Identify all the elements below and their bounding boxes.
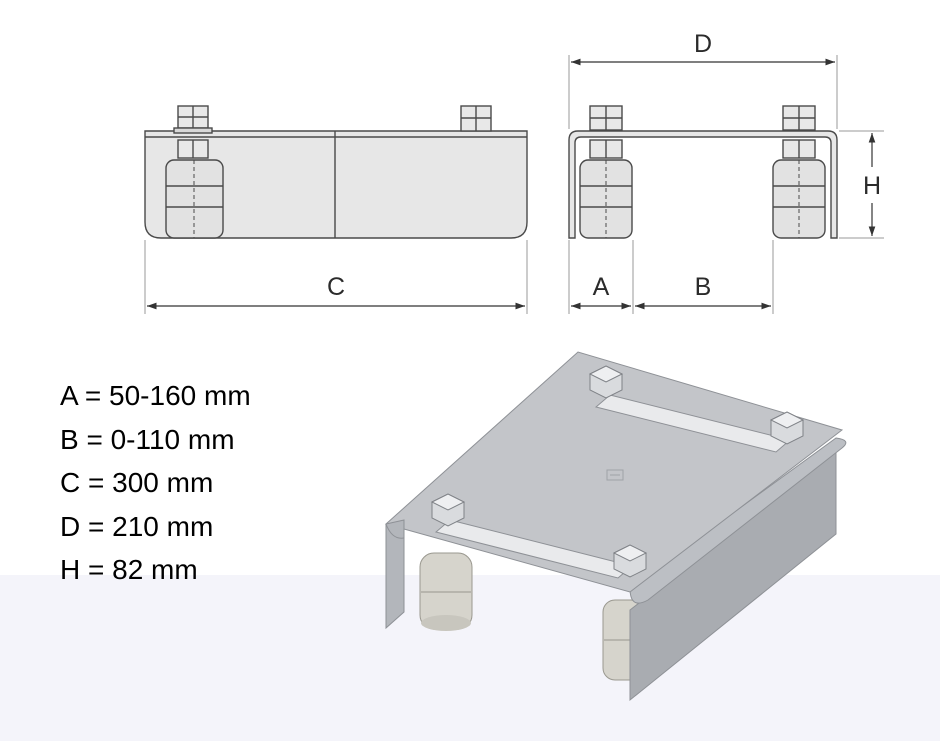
spec-a: A = 50-160 mm	[60, 380, 251, 411]
hex-nut-icon	[769, 411, 805, 445]
dimension-h: H	[839, 130, 884, 239]
dimension-c: C	[144, 240, 528, 314]
dimension-a-b: A B	[568, 240, 774, 314]
roller-icon	[772, 159, 826, 239]
spec-b: B = 0-110 mm	[60, 423, 235, 455]
specification-list: A = 50-160 mm B = 0-110 mm C = 300 mm D …	[60, 378, 251, 596]
hex-nut-icon	[612, 544, 648, 578]
side-view	[144, 105, 528, 239]
dimension-label-a: A	[593, 273, 610, 301]
roller-icon	[165, 159, 224, 239]
hex-nut-icon	[460, 105, 492, 132]
spec-h: H = 82 mm	[60, 554, 198, 585]
dimension-label-b: B	[695, 273, 712, 301]
embossed-logo-icon	[606, 469, 624, 481]
dimension-label-c: C	[327, 273, 345, 301]
spec-c: C = 300 mm	[60, 467, 214, 498]
dimension-label-h: H	[863, 172, 881, 200]
front-view	[568, 105, 838, 239]
dimension-d: D	[568, 30, 838, 129]
hex-nut-icon	[588, 365, 624, 399]
dimension-label-d: D	[694, 30, 712, 58]
hex-nut-icon	[782, 105, 816, 159]
isometric-bracket	[384, 351, 847, 702]
roller-icon	[419, 552, 473, 631]
hex-nut-icon	[173, 105, 213, 159]
hex-nut-icon	[430, 493, 466, 527]
roller-icon	[579, 159, 633, 239]
spec-d: D = 210 mm	[60, 510, 214, 542]
hex-nut-icon	[589, 105, 623, 159]
